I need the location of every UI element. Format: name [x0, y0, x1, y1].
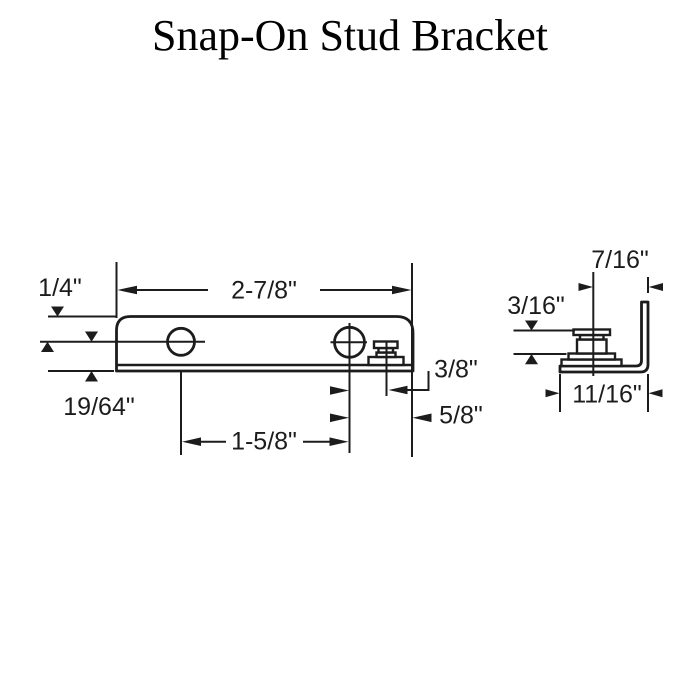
dim-316-arrow-down — [525, 320, 538, 331]
front-hole-right — [333, 325, 366, 359]
dim-716-arrow-left-pointing — [648, 283, 663, 291]
dim-316-arrow-up — [525, 354, 538, 365]
dim-38-arrow-toward-stud — [388, 385, 408, 395]
front-hole-left — [166, 326, 196, 357]
dim-1964-arrow-up — [85, 371, 98, 382]
side-stud-cap — [572, 328, 612, 337]
dim-1116-arrow-right-pointing — [545, 389, 560, 398]
dim-label-top-to-center: 1/4" — [38, 274, 82, 302]
page-title: Snap-On Stud Bracket — [152, 11, 548, 60]
side-bracket-profile — [558, 300, 650, 374]
side-stud-body — [575, 338, 608, 355]
dim-58-arrow-toward-hole — [330, 413, 349, 423]
dim-label-hole-spacing: 1-5/8" — [231, 428, 297, 456]
dim-label-hole-to-edge: 5/8" — [439, 402, 483, 430]
dim-label-stud-height: 3/16" — [507, 292, 565, 320]
dim-1116-arrow-left-pointing — [648, 389, 663, 398]
dim-label-base-width: 11/16" — [572, 381, 642, 409]
dim-spacing-arrow-right — [329, 437, 349, 446]
dim-label-center-to-bottom: 19/64" — [63, 393, 134, 421]
dim-label-bracket-width: 2-7/8" — [231, 277, 297, 305]
dim-1964-arrow-down — [85, 331, 98, 342]
dim-spacing-arrow-left — [182, 437, 201, 446]
dim-38-arrow-toward-hole — [330, 386, 349, 395]
dim-38-leader — [406, 371, 430, 391]
dim-quarter-arrow-up — [41, 341, 54, 352]
dim-width-arrow-left — [117, 285, 137, 295]
dim-58-arrow-toward-edge — [412, 413, 432, 423]
dim-width-arrow-right — [392, 285, 412, 295]
dim-716-arrow-right-pointing — [578, 283, 593, 291]
dim-label-center-to-flange: 7/16" — [591, 246, 649, 274]
dim-quarter-arrow-down — [51, 306, 64, 317]
dim-label-hole-to-stud: 3/8" — [434, 356, 478, 384]
